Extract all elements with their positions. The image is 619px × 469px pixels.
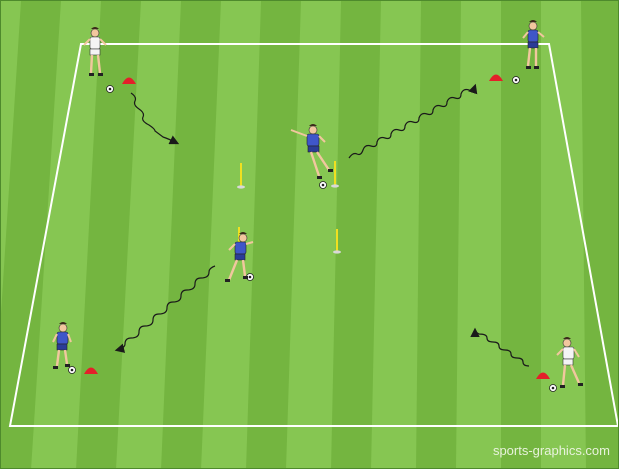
soccer-ball-icon: [320, 182, 327, 189]
soccer-ball-icon: [513, 77, 520, 84]
soccer-ball-icon: [107, 86, 114, 93]
soccer-ball-icon: [69, 367, 76, 374]
watermark: sports-graphics.com: [493, 443, 610, 458]
soccer-ball-icon: [550, 385, 557, 392]
